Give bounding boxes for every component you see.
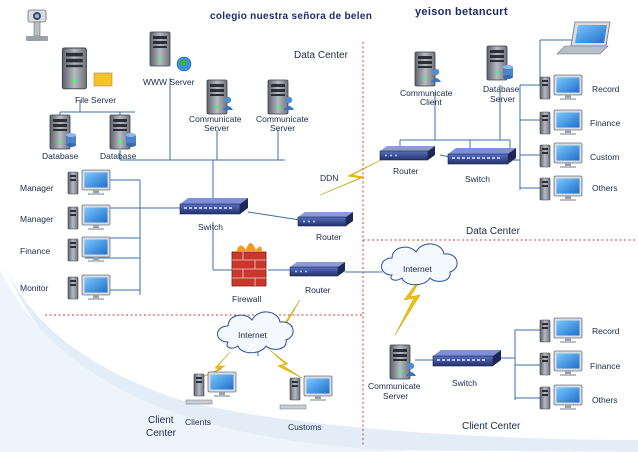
comm-server-1-label-line2: Server [204, 123, 229, 133]
connections-left [59, 78, 382, 295]
laptop-icon [556, 21, 611, 55]
ddn-label: DDN [320, 173, 338, 183]
connections-bottom-right [415, 329, 540, 400]
comm-client-node[interactable]: Communicate Client [400, 51, 453, 107]
others-top-label: Others [592, 183, 618, 193]
router-center-label: Router [316, 232, 342, 242]
database-server-label-line2: Server [490, 94, 515, 104]
folder-icon [93, 72, 113, 87]
file-server-node[interactable]: File Server [61, 47, 116, 105]
pc-others-top[interactable]: Others [540, 176, 618, 201]
comm-server-2-label-line1: Communicate [256, 114, 309, 124]
firewall-label: Firewall [232, 294, 261, 304]
router-right-label: Router [393, 166, 419, 176]
finance-top-label: Finance [590, 118, 621, 128]
file-server-label: File Server [75, 95, 116, 105]
database-server-node[interactable]: Database Server [483, 45, 520, 104]
internet-right-cloud: Internet [381, 243, 458, 286]
comm-server-2-label-line2: Server [270, 123, 295, 133]
internet-left-cloud: Internet [217, 311, 294, 354]
pc-finance-bottom[interactable]: Finance [540, 351, 621, 376]
router-center-node[interactable]: Router [297, 211, 354, 242]
comm-server-1-node[interactable]: Communicate Server [189, 79, 242, 133]
keyboard-icon [279, 404, 307, 410]
comm-server-bottom-node[interactable]: Communicate Server [368, 344, 421, 401]
manager-2-label: Manager [20, 214, 54, 224]
internet-left-label: Internet [238, 330, 267, 340]
section-client-center-left-line2: Center [146, 428, 177, 439]
database-1-label: Database [42, 151, 79, 161]
pc-monitor[interactable]: Monitor [20, 275, 110, 300]
firewall-icon [231, 243, 267, 287]
finance-bottom-label: Finance [590, 361, 621, 371]
record-top-label: Record [592, 84, 620, 94]
pc-others-bottom[interactable]: Others [540, 385, 618, 410]
section-client-center-left-line1: Client [148, 415, 174, 426]
custom-top-label: Custom [590, 152, 619, 162]
database-2-node[interactable]: Database [100, 114, 137, 161]
others-bottom-label: Others [592, 395, 618, 405]
comm-server-1-label-line1: Communicate [189, 114, 242, 124]
record-bottom-label: Record [592, 326, 620, 336]
section-client-center-right: Client Center [462, 421, 521, 432]
pc-finance-top[interactable]: Finance [540, 110, 621, 135]
router-lower-node[interactable]: Router [289, 261, 346, 295]
pc-manager-2[interactable]: Manager [20, 205, 110, 230]
school-title: colegio nuestra señora de belen [210, 11, 372, 22]
database-1-node[interactable]: Database [42, 114, 79, 161]
comm-server-bottom-label-line1: Communicate [368, 381, 421, 391]
database-server-label-line1: Database [483, 84, 520, 94]
keyboard-icon [185, 399, 213, 405]
database-2-label: Database [100, 151, 137, 161]
internet-right-label: Internet [403, 264, 432, 274]
finance-left-label: Finance [20, 246, 51, 256]
switch-bottom-label: Switch [452, 378, 477, 388]
switch-bottom-node[interactable]: Switch [432, 349, 502, 388]
pc-clients[interactable]: Clients [185, 372, 236, 427]
www-server-label: WWW Server [143, 77, 195, 87]
author-title: yeison betancurt [415, 6, 508, 18]
monitor-label: Monitor [20, 283, 49, 293]
customs-label: Customs [288, 422, 322, 432]
clients-label: Clients [185, 417, 211, 427]
firewall-node[interactable]: Firewall [231, 243, 267, 304]
pc-record-bottom[interactable]: Record [540, 318, 620, 343]
pc-manager-1[interactable]: Manager [20, 170, 110, 195]
switch-center-label: Switch [198, 222, 223, 232]
www-server-node[interactable]: WWW Server [143, 31, 195, 87]
switch-right-label: Switch [465, 174, 490, 184]
switch-center-node[interactable]: Switch [179, 197, 249, 232]
lightning-customs-icon [269, 349, 303, 379]
pc-finance-left[interactable]: Finance [20, 237, 110, 262]
comm-server-2-node[interactable]: Communicate Server [256, 79, 309, 133]
section-data-center-right: Data Center [466, 226, 521, 237]
webcam-icon [26, 9, 48, 41]
laptop-node[interactable] [556, 21, 611, 55]
comm-client-label-line2: Client [420, 97, 442, 107]
section-data-center-left: Data Center [294, 50, 349, 61]
comm-client-label-line1: Communicate [400, 88, 453, 98]
comm-server-bottom-label-line2: Server [383, 391, 408, 401]
manager-1-label: Manager [20, 183, 54, 193]
background-swoosh-inner [0, 270, 420, 452]
router-lower-label: Router [305, 285, 331, 295]
background-swoosh [0, 250, 638, 452]
pc-customs[interactable]: Customs [279, 376, 332, 432]
pc-custom-top[interactable]: Custom [540, 143, 619, 168]
switch-right-node[interactable]: Switch [447, 147, 517, 184]
pc-record-top[interactable]: Record [540, 75, 620, 100]
router-right-node[interactable]: Router [379, 145, 436, 176]
